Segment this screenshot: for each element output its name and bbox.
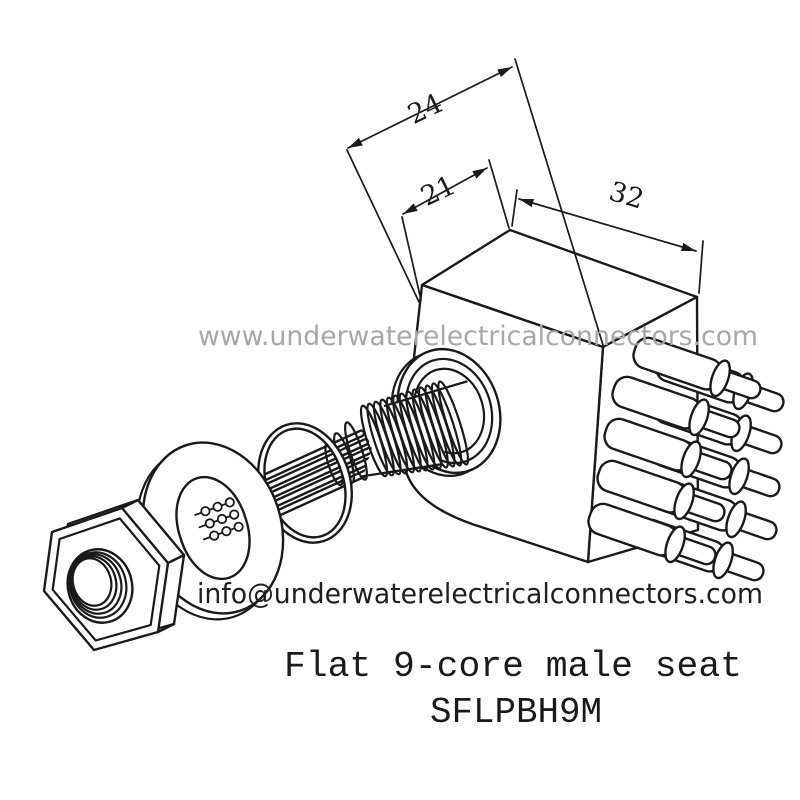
dimension-line: [402, 167, 488, 215]
threaded-barrel: [324, 380, 470, 487]
barrel-top-edge: [383, 380, 468, 407]
pin-face: [194, 497, 244, 541]
pin-tip: [209, 530, 220, 541]
extension-line: [488, 159, 510, 229]
pin-tip: [224, 497, 235, 508]
nut-chamfer: [51, 517, 161, 642]
extension-line: [346, 149, 420, 303]
dimension-line: [347, 66, 513, 149]
dimension-32-label: 32: [606, 176, 648, 215]
pin-tip: [221, 526, 232, 537]
extension-line: [401, 216, 422, 301]
dimension-21-label: 21: [416, 170, 460, 213]
nut-threaded-hole: [66, 548, 134, 624]
hex-nut: [42, 498, 186, 652]
website-watermark: www.underwaterelectricalconnectors.com: [198, 321, 758, 352]
dimension-24-label: 24: [403, 88, 447, 131]
pin-tip: [200, 506, 211, 517]
extension-line: [698, 240, 704, 294]
barrel-bottom-edge: [361, 463, 441, 478]
pin-tip: [233, 521, 244, 532]
pin-tip: [204, 518, 215, 529]
dimension-line: [518, 198, 697, 252]
model-number: SFLPBH9M: [430, 692, 602, 733]
pin-tip: [229, 509, 240, 520]
pin-tip: [216, 513, 228, 525]
pin-tip: [212, 501, 223, 512]
email-watermark: info@underwaterelectricalconnectors.com: [197, 578, 763, 610]
extension-line: [511, 189, 518, 227]
drawing-title: Flat 9-core male seat: [284, 646, 742, 687]
